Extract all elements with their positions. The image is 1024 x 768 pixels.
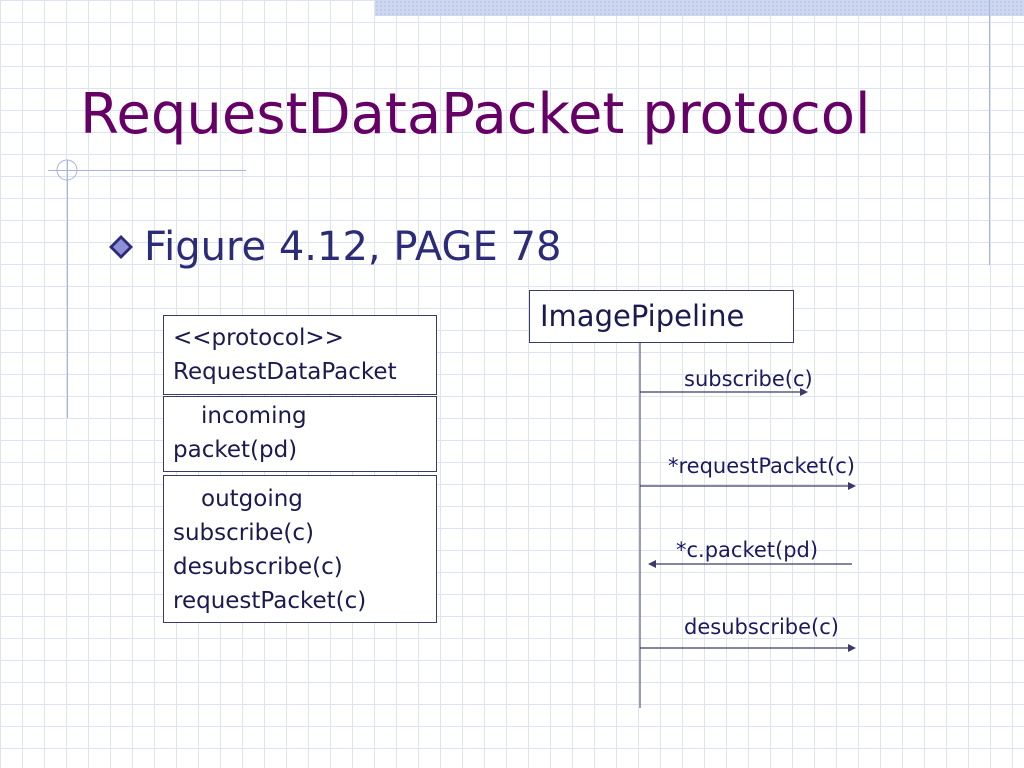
message-label-packet: *c.packet(pd): [676, 538, 819, 562]
outgoing-header: outgoing: [201, 486, 303, 512]
arrowhead-icon: [800, 388, 808, 396]
decoration-right-line: [989, 0, 990, 265]
arrowhead-icon: [648, 560, 656, 568]
arrowhead-icon: [848, 482, 856, 490]
message-label-request-packet: *requestPacket(c): [668, 454, 855, 478]
incoming-section: incoming packet(pd): [163, 396, 437, 472]
protocol-stereotype: <<protocol>>: [173, 325, 344, 351]
outgoing-message: requestPacket(c): [173, 588, 367, 614]
page-title: RequestDataPacket protocol: [80, 82, 871, 147]
bullet-item: Figure 4.12, PAGE 78: [108, 224, 561, 270]
protocol-name: RequestDataPacket: [173, 359, 397, 385]
bullet-text: Figure 4.12, PAGE 78: [144, 224, 562, 270]
message-label-desubscribe: desubscribe(c): [684, 615, 839, 639]
protocol-header-box: <<protocol>> RequestDataPacket: [163, 315, 437, 395]
incoming-message: packet(pd): [173, 437, 298, 463]
message-label-subscribe: subscribe(c): [684, 367, 813, 391]
outgoing-message: desubscribe(c): [173, 554, 343, 580]
arrowhead-icon: [848, 644, 856, 652]
incoming-header: incoming: [201, 403, 307, 429]
diamond-bullet-icon: [109, 235, 133, 259]
decoration-vertical-line: [67, 160, 68, 418]
decoration-horizontal-line: [48, 170, 246, 171]
outgoing-section: outgoing subscribe(c) desubscribe(c) req…: [163, 475, 437, 623]
top-decoration-bar: [375, 0, 1024, 16]
lifeline-header: ImagePipeline: [529, 290, 794, 343]
outgoing-message: subscribe(c): [173, 520, 314, 546]
